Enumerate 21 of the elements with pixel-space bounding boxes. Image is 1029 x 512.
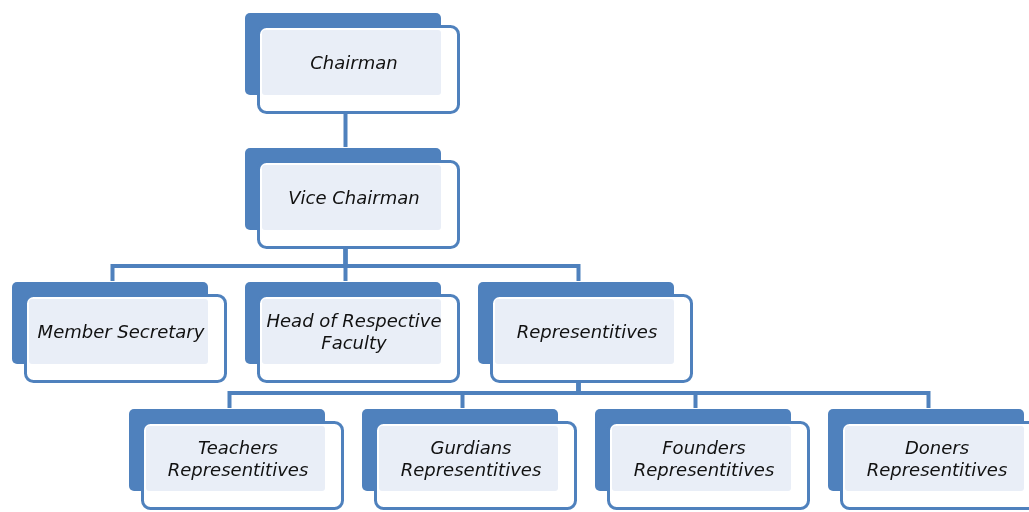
org-box bbox=[128, 408, 344, 510]
org-box bbox=[244, 12, 460, 114]
org-box bbox=[11, 281, 227, 383]
role-label: Gurdians Representitives bbox=[399, 436, 543, 481]
role-label: Teachers Representitives bbox=[166, 436, 310, 481]
role-label: Vice Chairman bbox=[288, 186, 420, 209]
org-box bbox=[244, 147, 460, 249]
role-label: Doners Representitives bbox=[865, 436, 1009, 481]
org-box bbox=[594, 408, 810, 510]
org-box bbox=[827, 408, 1029, 510]
role-label: Member Secretary bbox=[37, 320, 205, 343]
role-label: Representitives bbox=[516, 320, 658, 343]
org-box bbox=[477, 281, 693, 383]
connector-line bbox=[343, 114, 348, 147]
org-box bbox=[361, 408, 577, 510]
connector-line bbox=[343, 249, 581, 281]
connector-line bbox=[576, 383, 931, 408]
org-box bbox=[244, 281, 460, 383]
role-label: Head of Respective Faculty bbox=[265, 309, 443, 354]
role-label: Founders Representitives bbox=[632, 436, 776, 481]
role-label: Chairman bbox=[310, 51, 398, 74]
